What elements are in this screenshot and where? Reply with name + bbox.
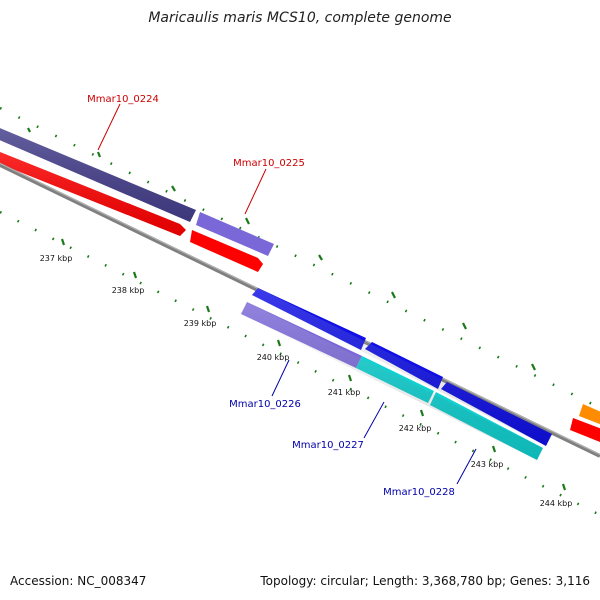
map-title: Maricaulis maris MCS10, complete genome (148, 10, 452, 26)
gene-label-mmar10-0226[interactable]: Mmar10_0226 (229, 399, 301, 410)
inner-tick-dots (0, 210, 600, 517)
outer-tick-ring (0, 106, 600, 410)
tick-labels: 237 kbp 238 kbp 239 kbp 240 kbp 241 kbp … (40, 254, 573, 508)
tick-label: 239 kbp (184, 319, 217, 328)
outer-major-tick (391, 291, 396, 299)
inner-major-tick (347, 374, 353, 382)
inner-major-tick (60, 238, 66, 246)
tick-label: 237 kbp (40, 254, 73, 263)
cog-track-outer (0, 128, 600, 428)
tick-label: 244 kbp (540, 499, 573, 508)
tick-label: 241 kbp (328, 388, 361, 397)
outer-tick-dots (0, 106, 600, 410)
outer-major-tick (27, 127, 31, 133)
cog-track-inner (241, 302, 543, 460)
reverse-cds-track (252, 288, 552, 446)
gene-labels: Mmar10_0224 Mmar10_0225 Mmar10_0226 Mmar… (87, 94, 477, 498)
inner-major-tick (132, 271, 138, 279)
gene-feature-shading (0, 152, 186, 236)
gene-feature-next-cog[interactable] (579, 404, 600, 428)
accession-text: Accession: NC_008347 (10, 574, 147, 588)
outer-major-tick (171, 185, 176, 192)
gene-feature-mmar10-0225-cog[interactable] (196, 212, 274, 256)
outer-major-tick (245, 217, 250, 225)
inner-major-tick (205, 305, 211, 313)
outer-major-tick (531, 363, 536, 371)
gene-feature-next-cds[interactable] (570, 418, 600, 446)
leader-line-mmar10-0224 (97, 103, 121, 151)
gene-feature-shading (241, 302, 543, 460)
leader-line-mmar10-0227 (363, 401, 385, 439)
inner-tick-ring (0, 210, 600, 517)
gene-label-mmar10-0227[interactable]: Mmar10_0227 (292, 440, 364, 451)
tick-label: 243 kbp (471, 460, 504, 469)
tick-label: 240 kbp (257, 353, 290, 362)
outer-major-tick (318, 254, 323, 261)
gene-feature-shading (252, 288, 552, 446)
leader-line-mmar10-0228 (456, 448, 477, 485)
inner-major-tick (561, 483, 567, 491)
leader-line-mmar10-0225 (244, 168, 267, 215)
outer-major-tick (462, 322, 467, 330)
forward-cds-track (0, 152, 600, 446)
gene-feature-mmar10-0225-cds[interactable] (190, 230, 263, 272)
genome-stats-text: Topology: circular; Length: 3,368,780 bp… (260, 574, 590, 588)
gene-label-mmar10-0224[interactable]: Mmar10_0224 (87, 94, 159, 105)
inner-major-tick (276, 339, 282, 347)
tick-label: 238 kbp (112, 286, 145, 295)
inner-major-tick (419, 409, 425, 417)
gene-feature-shading (0, 128, 196, 222)
outer-major-tick (96, 151, 102, 158)
leader-line-mmar10-0226 (271, 359, 290, 397)
tick-label: 242 kbp (399, 424, 432, 433)
gene-label-mmar10-0225[interactable]: Mmar10_0225 (233, 158, 305, 169)
gene-label-mmar10-0228[interactable]: Mmar10_0228 (383, 487, 455, 498)
inner-major-tick (491, 445, 497, 453)
